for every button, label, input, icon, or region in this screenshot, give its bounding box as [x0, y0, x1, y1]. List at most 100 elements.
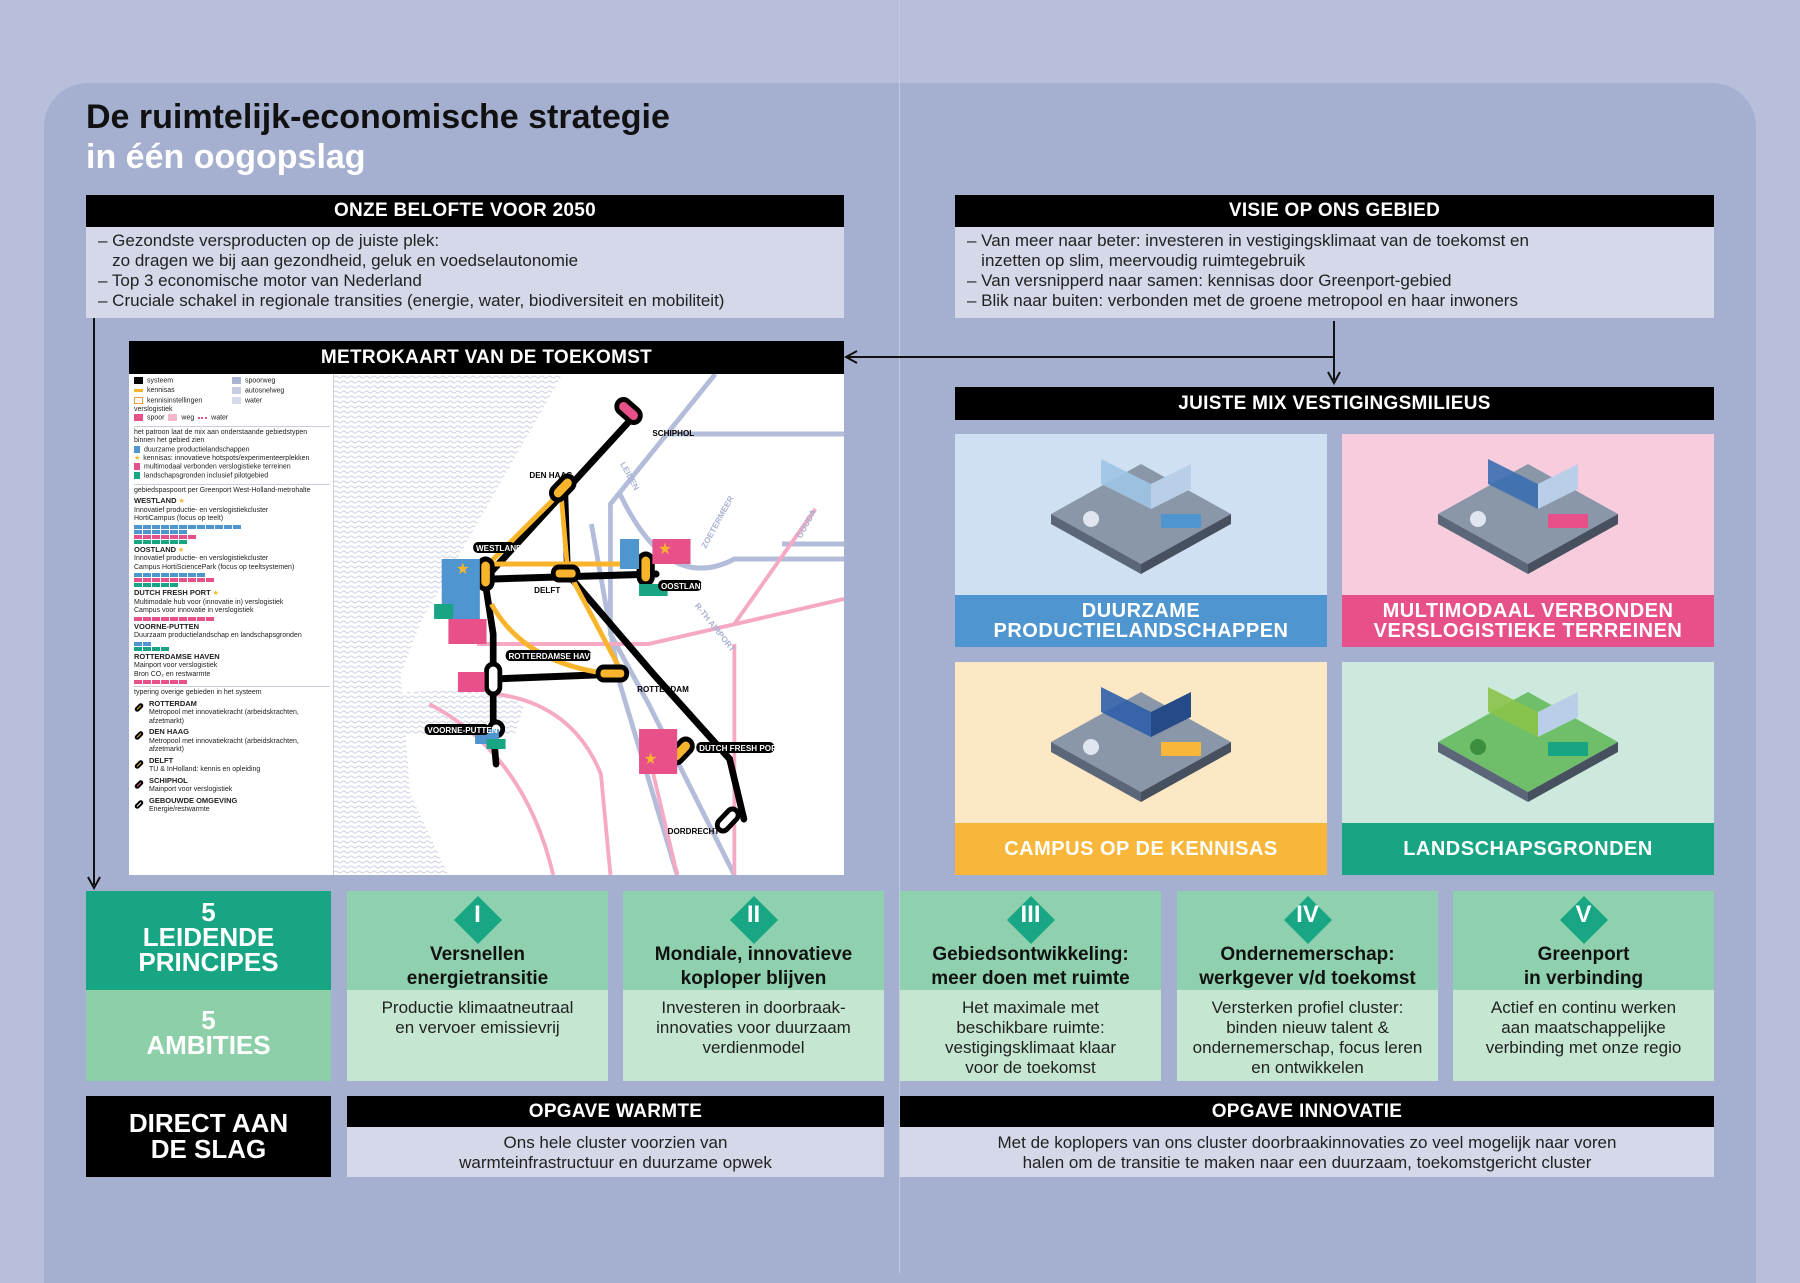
- mix-header: JUISTE MIX VESTIGINGSMILIEUS: [955, 387, 1714, 420]
- legend-divider: [333, 374, 334, 875]
- other-name: DELFT: [149, 755, 174, 765]
- area-name: WESTLAND: [134, 496, 177, 506]
- visie-line: inzetten op slim, meervoudig ruimtegebru…: [967, 251, 1306, 270]
- ambitie-text: Actief en continu werken aan maatschappe…: [1453, 990, 1714, 1081]
- principe-number: I: [474, 901, 481, 928]
- isometric-illustration: [1051, 459, 1231, 574]
- principe-number: V: [1575, 901, 1592, 928]
- belofte-box: – Gezondste versproducten op de juiste p…: [86, 227, 844, 318]
- metrokaart: ★ ★ ★ SCHIPHOL DEN HAAG WESTLAND DELFT OOS…: [129, 374, 844, 875]
- tile-campus-kennisas: CAMPUS OP DE KENNISAS: [955, 662, 1327, 875]
- station-label-voorne-putten: VOORNE-PUTTEN: [427, 725, 497, 735]
- logistic-routes: [428, 507, 844, 875]
- ambitie-text: Productie klimaatneutraal en vervoer emi…: [347, 990, 608, 1081]
- principe-4: IV Ondernemerschap: werkgever v/d toekoms…: [1177, 891, 1438, 1081]
- tile-label: MULTIMODAAL VERBONDEN VERSLOGISTIEKE TER…: [1342, 595, 1714, 647]
- star-icon: ★: [178, 546, 185, 554]
- page-subtitle: in één oogopslag: [86, 138, 366, 176]
- belofte-line: – Gezondste versproducten op de juiste p…: [98, 231, 440, 250]
- legend-patroon: het patroon laat de mix aan onderstaande…: [134, 428, 308, 445]
- legend-systeem: systeem: [147, 377, 174, 385]
- legend-water-logistiek: water: [211, 414, 229, 422]
- area-desc2: Campus voor innovatie in verslogistiek: [134, 607, 254, 615]
- legend-kennisas: kennisas: [147, 386, 175, 394]
- legend-verslogistiek: verslogistiek: [134, 405, 173, 413]
- tile-label: LANDSCHAPSGRONDEN: [1342, 823, 1714, 875]
- star-icon: ★: [212, 590, 219, 598]
- leidende-principes-label: 5 LEIDENDE PRINCIPES: [86, 891, 331, 990]
- other-name: DEN HAAG: [149, 727, 190, 737]
- principe-number: II: [746, 901, 761, 928]
- tile-label: DUURZAME PRODUCTIELANDSCHAPPEN: [955, 595, 1327, 647]
- station-label-denhaag: DEN HAAG: [529, 470, 572, 480]
- svg-text:★: ★: [456, 561, 470, 578]
- area-desc: Innovatief productie- en verslogistiekcl…: [134, 555, 269, 563]
- ambitie-text: Het maximale met beschikbare ruimte: ves…: [900, 990, 1161, 1081]
- area-passport: WESTLAND ★Innovatief productie- en versl…: [134, 497, 330, 544]
- opgave-innovatie-text: Met de koplopers van ons cluster doorbra…: [900, 1127, 1714, 1177]
- principe-title: Greenport in verbinding: [1523, 944, 1644, 989]
- station-pill-icon: [133, 759, 145, 770]
- station-label-rotterdam: ROTTERDAM: [637, 684, 689, 694]
- area-mix-bars: [134, 616, 330, 621]
- principe-title: Versnellen energietransitie: [406, 944, 549, 989]
- visie-line: – Van versnipperd naar samen: kennisas d…: [967, 271, 1452, 290]
- legend-kennisinstellingen: kennisinstellingen: [147, 397, 203, 405]
- area-mix-bars: [134, 573, 330, 588]
- other-name: SCHIPHOL: [149, 775, 188, 785]
- principe-2: II Mondiale, innovatieve koploper blijven…: [623, 891, 884, 1081]
- area-desc: Duurzaam productielandschap en landschap…: [134, 632, 302, 640]
- area-name: DUTCH FRESH PORT: [134, 588, 211, 598]
- station-pill-icon: [133, 779, 145, 790]
- page-title: De ruimtelijk-economische strategie: [86, 98, 670, 136]
- opgave-warmte-header: OPGAVE WARMTE: [347, 1096, 884, 1127]
- area-passport: DUTCH FRESH PORT ★Multimodale hub voor (…: [134, 589, 330, 621]
- isometric-illustration: [1438, 687, 1618, 802]
- visie-box: – Van meer naar beter: investeren in ves…: [955, 227, 1714, 318]
- svg-text:★: ★: [644, 751, 658, 768]
- opgave-warmte-text: Ons hele cluster voorzien van warmteinfr…: [347, 1127, 884, 1177]
- isometric-illustration: [1438, 459, 1618, 574]
- station-label-delft: DELFT: [534, 585, 560, 595]
- belofte-line: zo dragen we bij aan gezondheid, geluk e…: [98, 251, 579, 270]
- principe-1: I Versnellen energietransitie Productie k…: [347, 891, 608, 1081]
- station-pill-icon: [133, 730, 145, 742]
- station-pill-icon: [133, 799, 145, 810]
- area-mix-bars: [134, 641, 330, 651]
- station-label-dordrecht: DORDRECHT: [668, 826, 720, 836]
- metro-map: ★★★ SCHIPHOL DEN HAAG WESTLAND DELFT OOS…: [334, 374, 844, 875]
- belofte-line: – Cruciale schakel in regionale transiti…: [98, 291, 725, 310]
- area-name: ROTTERDAMSE HAVEN: [134, 651, 220, 661]
- area-desc: Multimodale hub voor (innovatie in) vers…: [134, 598, 284, 606]
- legend-typering: typering overige gebieden in het systeem: [134, 689, 262, 697]
- area-desc2: HortiCampus (focus op teelt): [134, 515, 224, 523]
- visie-line: – Van meer naar beter: investeren in ves…: [967, 231, 1529, 250]
- area-desc2: Bron CO₂ en restwarmte: [134, 670, 211, 678]
- other-name: GEBOUWDE OMGEVING: [149, 795, 238, 805]
- area-mix-bars: [134, 680, 330, 685]
- area-tiles: ★★★: [434, 539, 691, 774]
- other-desc: Metropool met innovatiekracht (arbeidskr…: [149, 737, 299, 754]
- tile-multimodaal-verslogistiek: MULTIMODAAL VERBONDEN VERSLOGISTIEKE TER…: [1342, 434, 1714, 647]
- area-desc: Innovatief productie- en verslogistiekcl…: [134, 506, 269, 514]
- belofte-line: – Top 3 economische motor van Nederland: [98, 271, 422, 290]
- legend-water: water: [245, 397, 263, 405]
- other-desc: TU & InHolland: kennis en opleiding: [149, 766, 261, 774]
- principe-title: Ondernemerschap: werkgever v/d toekomst: [1199, 944, 1416, 989]
- principe-number: IV: [1296, 901, 1319, 928]
- area-passport: OOSTLAND ★Innovatief productie- en versl…: [134, 545, 330, 588]
- map-legend: systeem spoorweg kennisas autosnelweg ke…: [133, 377, 330, 815]
- legend-type: multimodaal verbonden verslogistieke ter…: [144, 463, 291, 471]
- legend-spoorweg: spoorweg: [245, 377, 276, 385]
- principe-title: Mondiale, innovatieve koploper blijven: [654, 944, 853, 989]
- star-icon: ★: [178, 498, 185, 506]
- legend-type: duurzame productielandschappen: [144, 446, 250, 454]
- station-label-rotterdamse-haven: ROTTERDAMSE HAVEN: [508, 651, 601, 661]
- ambitie-text: Versterken profiel cluster: binden nieuw…: [1177, 990, 1438, 1081]
